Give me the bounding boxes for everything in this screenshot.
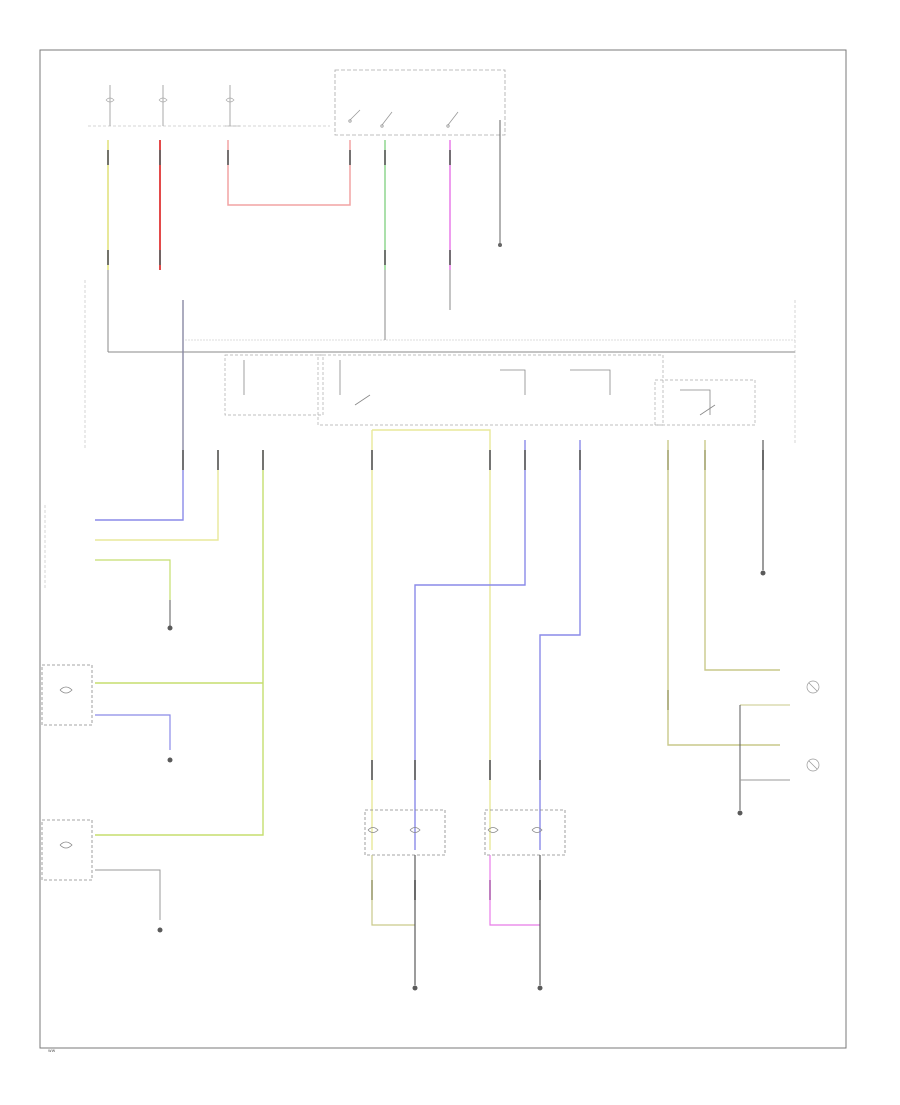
- wire-yellow-green-main: [95, 450, 264, 836]
- left-headlamp: [364, 809, 446, 856]
- footer-code: ww: [48, 1049, 56, 1054]
- wire-blue-rh-high: [539, 440, 581, 850]
- connector-markers-top: [107, 150, 451, 265]
- ground-point-rh-headlamp: [537, 985, 543, 991]
- wire-olive-right-upper: [704, 440, 780, 671]
- ground-point-right: [760, 570, 766, 576]
- wire-gray-ground-3: [95, 869, 161, 920]
- right-headlamp: [484, 809, 566, 856]
- relay-coils: [243, 360, 716, 416]
- right-front-side-lamp: [806, 680, 820, 694]
- headlight-switch-box: [334, 69, 506, 136]
- diagram-frame: [39, 49, 847, 1049]
- relay-module-right: [654, 379, 756, 426]
- right-rear-tail-lamp: [41, 664, 93, 726]
- wire-blue-ground-2: [95, 714, 171, 750]
- wire-olive-right-lower: [667, 440, 780, 746]
- ground-point-3: [157, 927, 163, 933]
- relay-module-left: [224, 354, 324, 416]
- connector-markers-mid: [182, 450, 764, 900]
- right-rear-side-lamp: [806, 758, 820, 772]
- wire-pink-loop: [227, 140, 351, 206]
- ground-point-lh-headlamp: [412, 985, 418, 991]
- wire-yellow-left: [95, 450, 219, 541]
- wire-lh-ground: [371, 855, 415, 926]
- fuse-source-2: [158, 85, 168, 126]
- left-rear-tail-lamp: [41, 819, 93, 881]
- ground-point-2: [167, 757, 173, 763]
- wire-blue-lh-high: [414, 440, 526, 850]
- fuse-source-3: [225, 85, 235, 126]
- relay-module-center: [317, 354, 664, 426]
- ground-point-rear-right: [737, 810, 743, 816]
- headlight-switch-contacts: [348, 109, 459, 128]
- wire-rh-ground: [489, 855, 540, 926]
- wire-yg-ground-1: [95, 559, 171, 600]
- fuse-source-1: [105, 85, 115, 126]
- switch-ground-point: [498, 243, 502, 247]
- wire-yellow-rh-low: [372, 429, 491, 850]
